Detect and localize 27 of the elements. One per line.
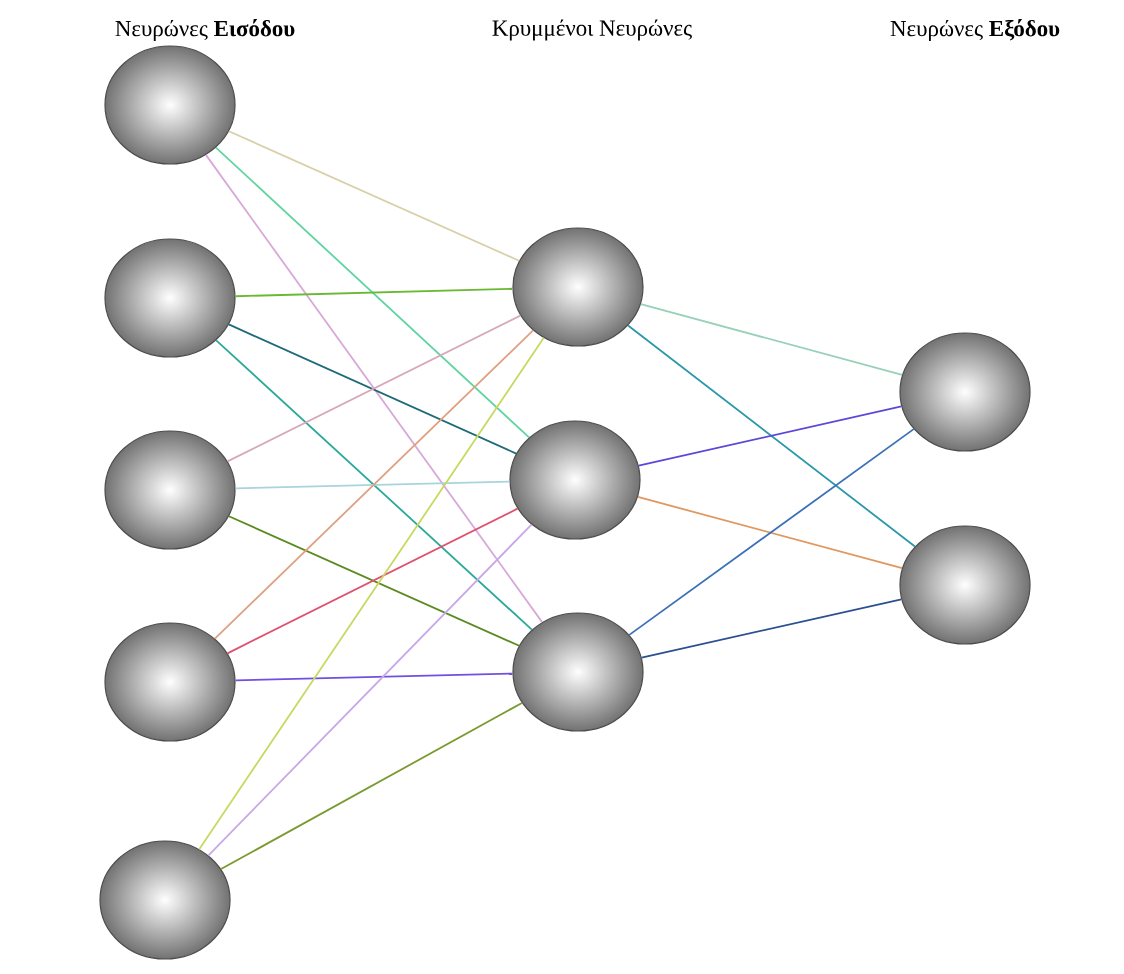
- connection-line: [628, 428, 915, 636]
- connection-line: [627, 324, 916, 548]
- connection-line: [639, 303, 904, 376]
- neuron-circle: [509, 420, 641, 540]
- neuron-circle: [899, 525, 1031, 645]
- connection-line: [205, 154, 543, 623]
- neuron-circle: [104, 430, 236, 550]
- connection-line: [228, 130, 520, 262]
- neuron-circle: [512, 612, 644, 732]
- neuron-circle: [104, 45, 236, 165]
- connection-line: [637, 405, 903, 467]
- connection-line: [198, 336, 545, 851]
- connection-line: [215, 146, 530, 439]
- layer-heading: Κρυμμένοι Νευρώνες: [492, 19, 692, 41]
- connection-line: [637, 496, 903, 569]
- connection-line: [234, 672, 514, 682]
- connection-line: [640, 598, 903, 659]
- connection-line: [234, 287, 514, 298]
- layer-heading: Νευρώνες Εξόδου: [890, 19, 1060, 41]
- connection-line: [220, 702, 523, 870]
- neuron-circle: [104, 622, 236, 742]
- neuron-circle: [104, 238, 236, 358]
- neuron-circle: [99, 840, 231, 960]
- neuron-circle: [512, 227, 644, 347]
- connection-line: [207, 523, 533, 857]
- connection-line: [234, 480, 511, 490]
- neuron-circle: [899, 332, 1031, 452]
